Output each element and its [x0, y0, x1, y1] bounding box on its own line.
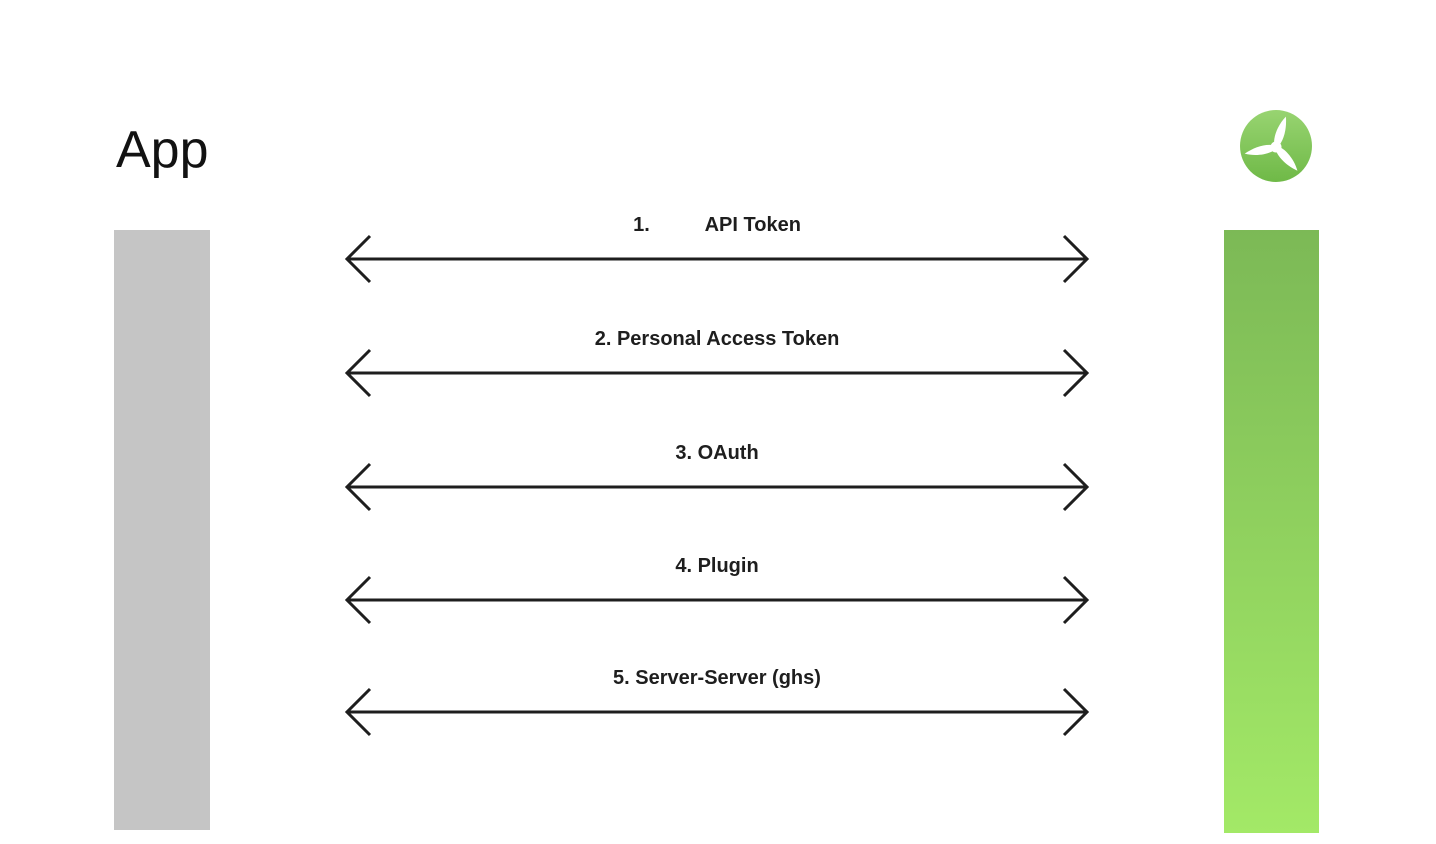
bidirectional-arrow-icon [344, 575, 1090, 625]
auth-method-row-server-server: 5. Server-Server (ghs) [343, 666, 1091, 746]
auth-method-row-plugin: 4. Plugin [343, 554, 1091, 634]
auth-method-label: 4. Plugin [675, 555, 759, 577]
bidirectional-arrow-icon [344, 234, 1090, 284]
turbine-blades [1244, 116, 1298, 171]
service-logo [1240, 110, 1312, 182]
bidirectional-arrow-icon [344, 462, 1090, 512]
app-column-bar [114, 230, 210, 830]
auth-method-label: 2. Personal Access Token [594, 328, 840, 350]
server-column-bar [1224, 230, 1319, 833]
auth-method-row-personal-access-token: 2. Personal Access Token [343, 327, 1091, 407]
bidirectional-arrow-icon [344, 687, 1090, 737]
auth-method-label: 3. OAuth [675, 442, 759, 464]
app-title: App [116, 121, 209, 179]
bidirectional-arrow-icon [344, 348, 1090, 398]
auth-method-label: 1. API Token [633, 214, 801, 236]
auth-method-row-oauth: 3. OAuth [343, 441, 1091, 521]
auth-method-label: 5. Server-Server (ghs) [613, 667, 821, 689]
auth-method-row-api-token: 1. API Token [343, 213, 1091, 293]
wind-turbine-icon [1240, 110, 1312, 182]
